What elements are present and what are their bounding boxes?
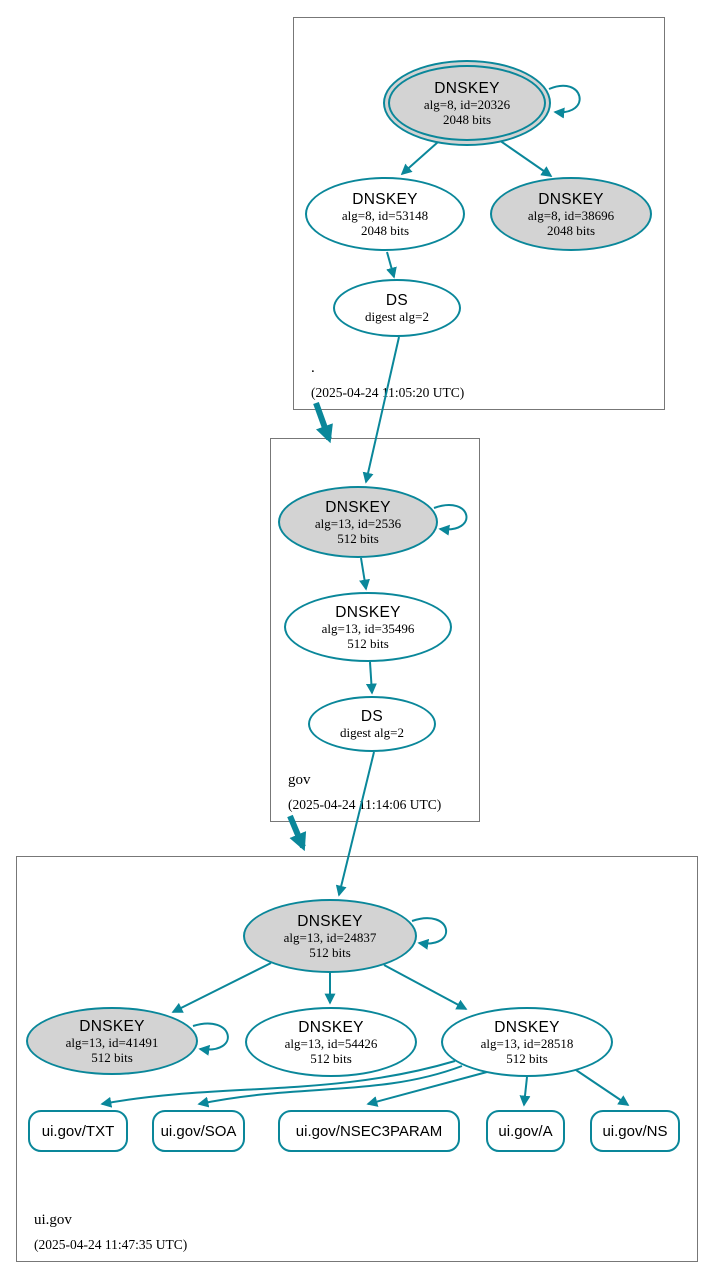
dnskey-20326-node[interactable]: DNSKEY alg=8, id=20326 2048 bits bbox=[383, 60, 551, 146]
node-detail: 512 bits bbox=[337, 530, 379, 546]
node-detail: 2048 bits bbox=[360, 222, 410, 238]
ds-gov-node[interactable]: DS digest alg=2 bbox=[308, 696, 436, 752]
node-title: DNSKEY bbox=[325, 498, 391, 516]
node-title: DNSKEY bbox=[494, 1018, 560, 1036]
node-detail: alg=8, id=53148 bbox=[341, 207, 429, 223]
node-detail: 512 bits bbox=[91, 1049, 133, 1065]
dnskey-28518-node[interactable]: DNSKEY alg=13, id=28518 512 bits bbox=[441, 1007, 613, 1077]
zone-timestamp-gov: (2025-04-24 11:14:06 UTC) bbox=[288, 797, 442, 812]
node-detail: 512 bits bbox=[347, 635, 389, 651]
node-detail: alg=13, id=2536 bbox=[314, 515, 402, 531]
node-detail: 512 bits bbox=[506, 1050, 548, 1066]
node-detail: digest alg=2 bbox=[339, 725, 405, 740]
dnskey-38696-node[interactable]: DNSKEY alg=8, id=38696 2048 bits bbox=[490, 177, 652, 251]
rrset-uigov-nsec3param[interactable]: ui.gov/NSEC3PARAM bbox=[278, 1110, 460, 1152]
dnskey-35496-node[interactable]: DNSKEY alg=13, id=35496 512 bits bbox=[284, 592, 452, 662]
dnskey-41491-node[interactable]: DNSKEY alg=13, id=41491 512 bits bbox=[26, 1007, 198, 1075]
node-title: DNSKEY bbox=[335, 603, 401, 621]
dnskey-53148-node[interactable]: DNSKEY alg=8, id=53148 2048 bits bbox=[305, 177, 465, 251]
zone-label-gov: gov bbox=[288, 772, 311, 788]
node-title: DS bbox=[360, 708, 384, 725]
node-detail: 512 bits bbox=[310, 1050, 352, 1066]
rrset-uigov-soa[interactable]: ui.gov/SOA bbox=[152, 1110, 245, 1152]
rrset-uigov-a[interactable]: ui.gov/A bbox=[486, 1110, 565, 1152]
dnskey-24837-node[interactable]: DNSKEY alg=13, id=24837 512 bits bbox=[243, 899, 417, 973]
node-detail: 2048 bits bbox=[546, 222, 596, 238]
zone-label-uigov: ui.gov bbox=[34, 1212, 72, 1228]
node-detail: 512 bits bbox=[309, 944, 351, 960]
zone-label-root: . bbox=[311, 360, 315, 376]
node-detail: alg=8, id=20326 bbox=[423, 96, 511, 112]
node-detail: alg=13, id=28518 bbox=[480, 1035, 574, 1051]
node-title: DNSKEY bbox=[538, 190, 604, 208]
dnskey-2536-node[interactable]: DNSKEY alg=13, id=2536 512 bits bbox=[278, 486, 438, 558]
node-detail: alg=8, id=38696 bbox=[527, 207, 615, 223]
node-title: DNSKEY bbox=[79, 1017, 145, 1035]
node-title: DNSKEY bbox=[352, 190, 418, 208]
ds-root-node[interactable]: DS digest alg=2 bbox=[333, 279, 461, 337]
rrset-uigov-txt[interactable]: ui.gov/TXT bbox=[28, 1110, 128, 1152]
node-title: DNSKEY bbox=[297, 912, 363, 930]
node-detail: alg=13, id=35496 bbox=[321, 620, 415, 636]
zone-timestamp-root: (2025-04-24 11:05:20 UTC) bbox=[311, 385, 465, 400]
node-title: DNSKEY bbox=[298, 1018, 364, 1036]
node-detail: digest alg=2 bbox=[364, 309, 430, 324]
node-title: DNSKEY bbox=[434, 79, 500, 97]
node-detail: alg=13, id=24837 bbox=[283, 929, 377, 945]
dnskey-54426-node[interactable]: DNSKEY alg=13, id=54426 512 bits bbox=[245, 1007, 417, 1077]
zone-timestamp-uigov: (2025-04-24 11:47:35 UTC) bbox=[34, 1237, 188, 1252]
node-detail: alg=13, id=41491 bbox=[65, 1034, 159, 1050]
node-detail: alg=13, id=54426 bbox=[284, 1035, 378, 1051]
node-detail: 2048 bits bbox=[442, 111, 492, 127]
node-title: DS bbox=[385, 292, 409, 309]
rrset-uigov-ns[interactable]: ui.gov/NS bbox=[590, 1110, 680, 1152]
